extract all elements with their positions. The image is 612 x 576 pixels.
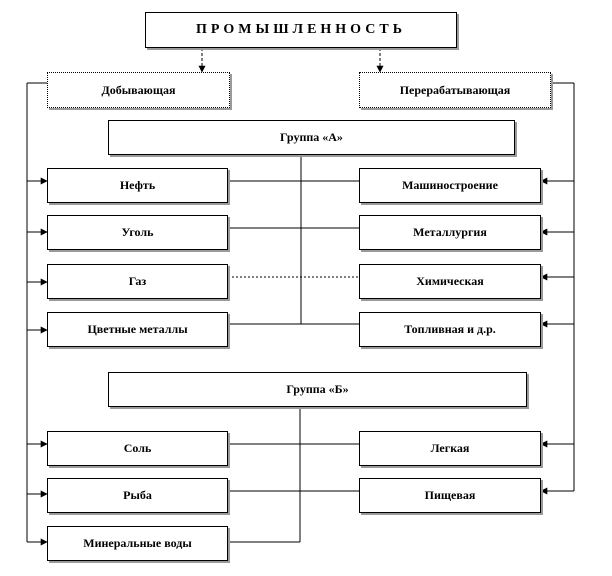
item-salt: Соль [47, 431, 228, 466]
item-coal: Уголь [47, 215, 228, 250]
item-non-ferrous-metals: Цветные металлы [47, 312, 228, 347]
item-food-industry: Пищевая [359, 478, 541, 513]
item-machinery: Машиностроение [359, 168, 541, 203]
group-a-label: Группа «А» [108, 120, 515, 155]
title-box: ПРОМЫШЛЕННОСТЬ [145, 12, 457, 48]
group-b-label: Группа «Б» [108, 372, 527, 407]
item-mineral-water: Минеральные воды [47, 526, 228, 561]
item-oil: Нефть [47, 168, 228, 203]
item-gas: Газ [47, 264, 228, 299]
item-metallurgy: Металлургия [359, 215, 541, 250]
item-fuel: Топливная и д.р. [359, 312, 541, 347]
item-fish: Рыба [47, 478, 228, 513]
branch-processing: Перерабатывающая [359, 72, 551, 108]
item-chemical: Химическая [359, 264, 541, 299]
item-light-industry: Легкая [359, 431, 541, 466]
branch-extractive: Добывающая [47, 72, 230, 108]
